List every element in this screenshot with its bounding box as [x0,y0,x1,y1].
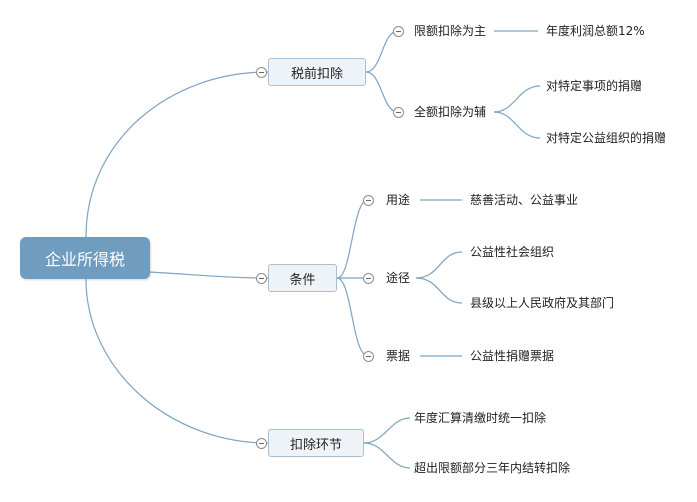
edge-branch-1-child-2 [365,71,399,113]
collapse-child-2-3-icon[interactable] [363,351,374,362]
detail-label-specific-organizations[interactable]: 对特定公益组织的捐赠 [546,131,667,145]
child-label-annual-settlement[interactable]: 年度汇算清缴时统一扣除 [414,411,547,425]
child-label-limited-deduction[interactable]: 限额扣除为主 [414,24,487,38]
edge-child-2-2-detail-1 [415,251,463,279]
branch-node-conditions[interactable]: 条件 [268,264,337,292]
child-label-receipt[interactable]: 票据 [386,349,411,363]
branch-node-pretax-deduction[interactable]: 税前扣除 [268,58,366,86]
edge-root-branch-1 [85,71,269,238]
collapse-child-1-1-icon[interactable] [393,26,404,37]
root-node[interactable]: 企业所得税 [20,237,150,279]
edge-root-branch-2 [149,271,269,279]
detail-label-charity[interactable]: 慈善活动、公益事业 [470,193,579,207]
child-label-carry-forward[interactable]: 超出限额部分三年内结转扣除 [414,461,571,475]
collapse-branch-2-icon[interactable] [256,273,267,284]
edge-branch-2-child-3 [336,277,369,357]
child-label-full-deduction[interactable]: 全额扣除为辅 [414,105,487,119]
child-label-purpose[interactable]: 用途 [386,193,411,207]
branch-node-deduction-stage[interactable]: 扣除环节 [268,429,364,457]
edge-root-branch-3 [85,278,269,444]
edge-child-1-2-detail-2 [493,111,541,139]
collapse-child-2-1-icon[interactable] [363,195,374,206]
detail-label-donation-receipt[interactable]: 公益性捐赠票据 [470,349,555,363]
detail-label-annual-profit[interactable]: 年度利润总额12% [546,24,645,38]
edge-child-1-2-detail-1 [493,85,541,113]
detail-label-specific-matters[interactable]: 对特定事项的捐赠 [546,79,643,93]
collapse-branch-1-icon[interactable] [256,67,267,78]
edge-branch-1-child-1 [365,30,399,73]
collapse-child-1-2-icon[interactable] [393,107,404,118]
collapse-child-2-2-icon[interactable] [363,273,374,284]
collapse-branch-3-icon[interactable] [256,438,267,449]
edge-branch-2-child-1 [336,199,369,279]
detail-label-public-welfare-org[interactable]: 公益性社会组织 [470,245,555,259]
edge-branch-3-child-2 [363,442,411,469]
child-label-channel[interactable]: 途径 [386,271,411,285]
edge-branch-3-child-1 [363,417,411,444]
detail-label-county-government[interactable]: 县级以上人民政府及其部门 [470,296,615,310]
edge-child-2-2-detail-2 [415,277,463,304]
